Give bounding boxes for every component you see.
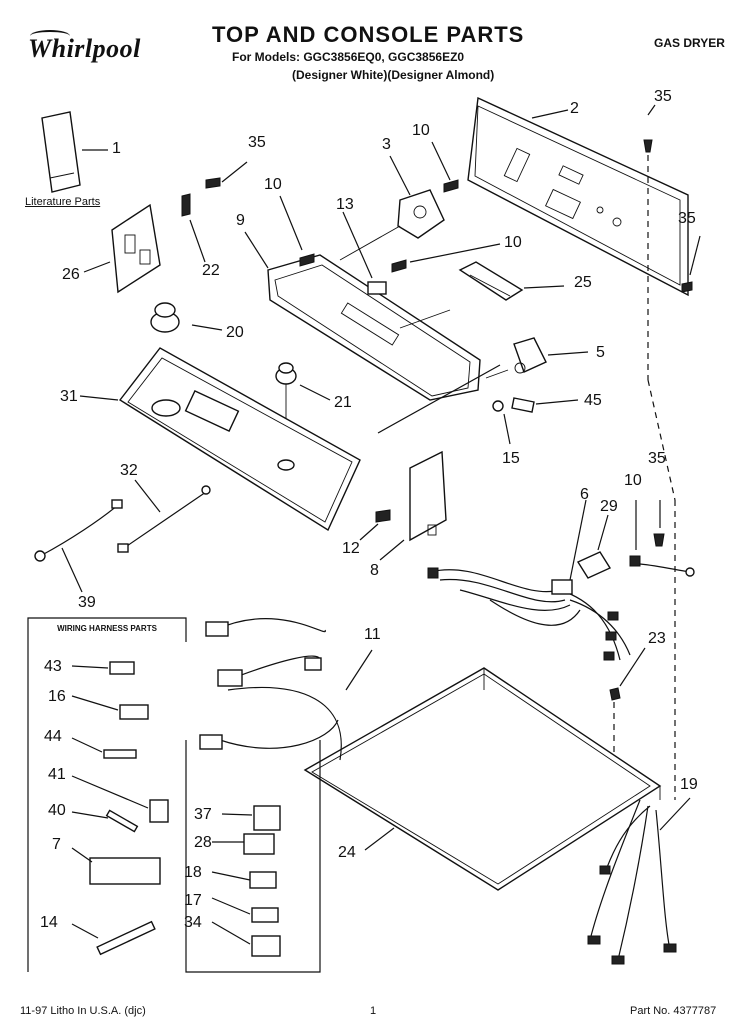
- harness-11-part: [199, 618, 373, 761]
- screw-35-right: [681, 235, 701, 293]
- callout-37: 37: [194, 806, 212, 823]
- screw-10-c: [431, 141, 459, 193]
- callout-35-d: 35: [648, 450, 666, 467]
- connector-13-part: [342, 211, 387, 295]
- callout-23: 23: [648, 630, 666, 647]
- callout-18: 18: [184, 864, 202, 881]
- callout-29: 29: [600, 498, 618, 515]
- screw-10-b: [391, 243, 501, 273]
- end-cap-part: [379, 450, 447, 561]
- callout-22: 22: [202, 262, 220, 279]
- callout-17: 17: [184, 892, 202, 909]
- callout-1: 1: [112, 140, 121, 157]
- callout-35-b: 35: [654, 88, 672, 105]
- callout-8: 8: [370, 562, 379, 579]
- screw-35-lower: [653, 500, 665, 547]
- footer-part-number: Part No. 4377787: [630, 1005, 717, 1017]
- callout-5: 5: [596, 344, 605, 361]
- callout-25: 25: [574, 274, 592, 291]
- callout-21: 21: [334, 394, 352, 411]
- label-29-part: [576, 514, 612, 579]
- callout-31: 31: [60, 388, 78, 405]
- whirlpool-swoosh-icon: [30, 30, 70, 42]
- callout-6: 6: [580, 486, 589, 503]
- callout-24: 24: [338, 844, 356, 861]
- clip-22-part: [181, 193, 206, 263]
- screw-35-top: [643, 104, 656, 380]
- callout-26: 26: [62, 266, 80, 283]
- callout-3: 3: [382, 136, 391, 153]
- callout-19: 19: [680, 776, 698, 793]
- callout-12: 12: [342, 540, 360, 557]
- callout-32: 32: [120, 462, 138, 479]
- footer-litho: 11-97 Litho In U.S.A. (djc): [20, 1005, 146, 1017]
- callout-35-c: 35: [678, 210, 696, 227]
- rear-panel-part: [467, 96, 689, 297]
- callout-13: 13: [336, 196, 354, 213]
- literature-parts-label: Literature Parts: [25, 196, 101, 208]
- timer-switch-part: [339, 155, 445, 261]
- part-45-15: [492, 397, 579, 445]
- callout-10-b: 10: [412, 122, 430, 139]
- wire-32-39-part: [34, 479, 211, 593]
- callout-2: 2: [570, 100, 579, 117]
- callout-28: 28: [194, 834, 212, 851]
- callout-39: 39: [78, 594, 96, 611]
- callout-45: 45: [584, 392, 602, 409]
- literature-booklet-part: [41, 111, 108, 193]
- page-title: TOP AND CONSOLE PARTS: [212, 22, 525, 47]
- harness-small-parts: [71, 661, 281, 957]
- callout-16: 16: [48, 688, 66, 705]
- control-bracket-part: [83, 203, 161, 294]
- callout-10-d: 10: [624, 472, 642, 489]
- footer-page-number: 1: [370, 1005, 377, 1017]
- clip-23-part: [609, 647, 646, 790]
- brand-logo: Whirlpool: [28, 34, 141, 63]
- callout-10-a: 10: [264, 176, 282, 193]
- callout-44: 44: [44, 728, 62, 745]
- product-type: GAS DRYER: [654, 36, 725, 50]
- callout-34: 34: [184, 914, 202, 931]
- harness-parts-title: WIRING HARNESS PARTS: [57, 624, 157, 633]
- callout-7: 7: [52, 836, 61, 853]
- color-line: (Designer White)(Designer Almond): [292, 68, 495, 82]
- callout-43: 43: [44, 658, 62, 675]
- push-button-switch-part: [399, 261, 565, 329]
- harness-19-part: [587, 797, 691, 965]
- main-harness-part: [427, 499, 631, 661]
- control-console-part: [79, 347, 361, 532]
- callout-9: 9: [236, 212, 245, 229]
- knob-20-part: [150, 302, 223, 333]
- callout-41: 41: [48, 766, 66, 783]
- models-line: For Models: GGC3856EQ0, GGC3856EZ0: [232, 50, 465, 64]
- callout-15: 15: [502, 450, 520, 467]
- callout-35-a: 35: [248, 134, 266, 151]
- screw-10-d: [629, 500, 695, 577]
- callout-40: 40: [48, 802, 66, 819]
- main-top-part: [303, 379, 676, 891]
- screw-12-part: [359, 509, 391, 541]
- callout-14: 14: [40, 914, 58, 931]
- harness-box-outline: [27, 617, 321, 973]
- control-bar-part: [244, 231, 501, 434]
- callout-10-c: 10: [504, 234, 522, 251]
- screw-35-left: [205, 161, 248, 189]
- callout-11: 11: [364, 626, 381, 643]
- screw-10-a: [279, 195, 315, 267]
- callout-20: 20: [226, 324, 244, 341]
- buzzer-part: [485, 337, 589, 379]
